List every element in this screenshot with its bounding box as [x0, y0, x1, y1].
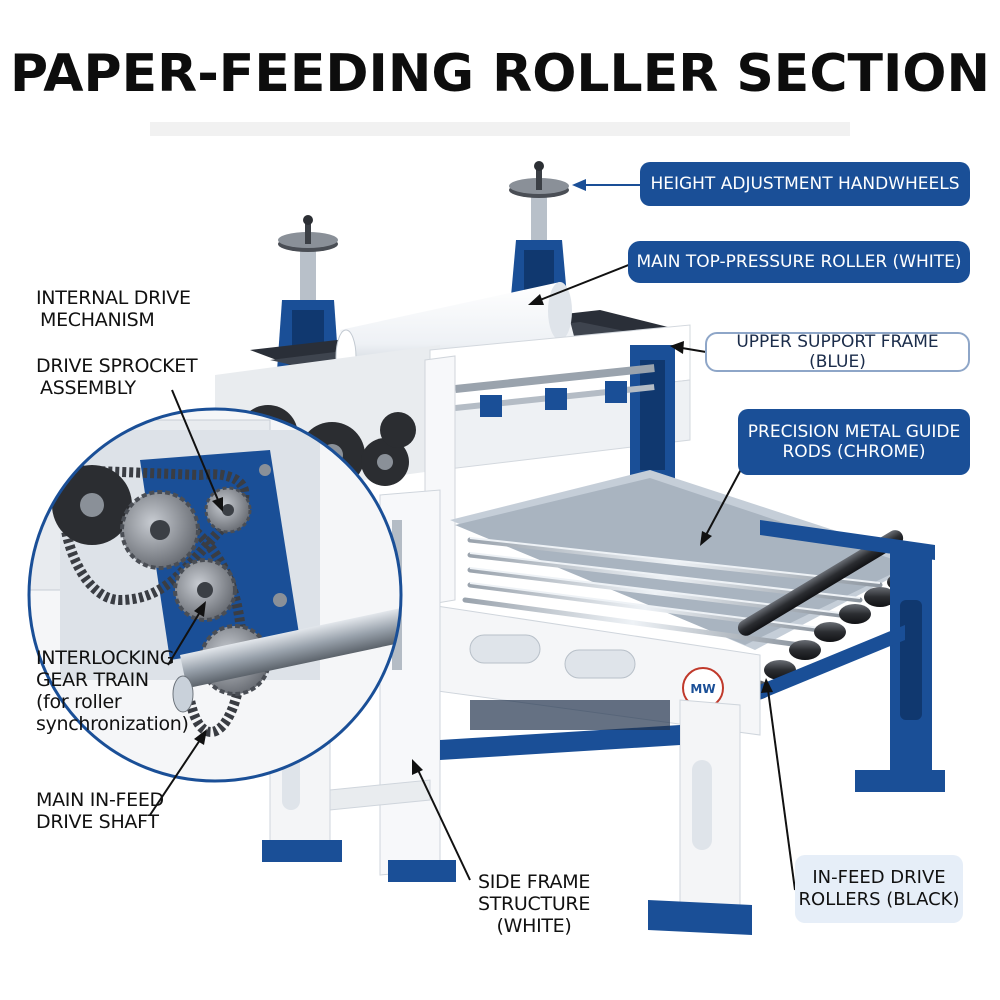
label-interlocking-gear-train: INTERLOCKING GEAR TRAIN (for roller sync…: [36, 647, 189, 735]
callout-main-top-pressure-roller: MAIN TOP-PRESSURE ROLLER (WHITE): [628, 241, 970, 283]
main-housing: [215, 324, 691, 606]
label-side-frame-structure: SIDE FRAME STRUCTURE (WHITE): [477, 871, 591, 937]
callout-height-adjustment-handwheels: HEIGHT ADJUSTMENT HANDWHEELS: [640, 162, 970, 206]
callout-precision-metal-guide-rods: PRECISION METAL GUIDE RODS (CHROME): [738, 409, 970, 475]
svg-text:MW: MW: [690, 682, 715, 696]
label-internal-drive-mechanism: INTERNAL DRIVE MECHANISM: [36, 287, 191, 331]
title-shadow: [150, 122, 850, 136]
callout-upper-support-frame: UPPER SUPPORT FRAME (BLUE): [705, 332, 970, 372]
label-main-in-feed-drive-shaft: MAIN IN-FEED DRIVE SHAFT: [36, 789, 164, 833]
callout-in-feed-drive-rollers: IN-FEED DRIVE ROLLERS (BLACK): [795, 855, 963, 923]
in-feed-drive-rollers: [737, 530, 917, 700]
front-frame: MW: [429, 604, 761, 736]
diagram-title: PAPER-FEEDING ROLLER SECTION: [9, 44, 991, 104]
label-drive-sprocket-assembly: DRIVE SPROCKET ASSEMBLY: [36, 355, 198, 399]
leader-lines: [149, 179, 796, 891]
table-blue-frame: [735, 520, 945, 792]
